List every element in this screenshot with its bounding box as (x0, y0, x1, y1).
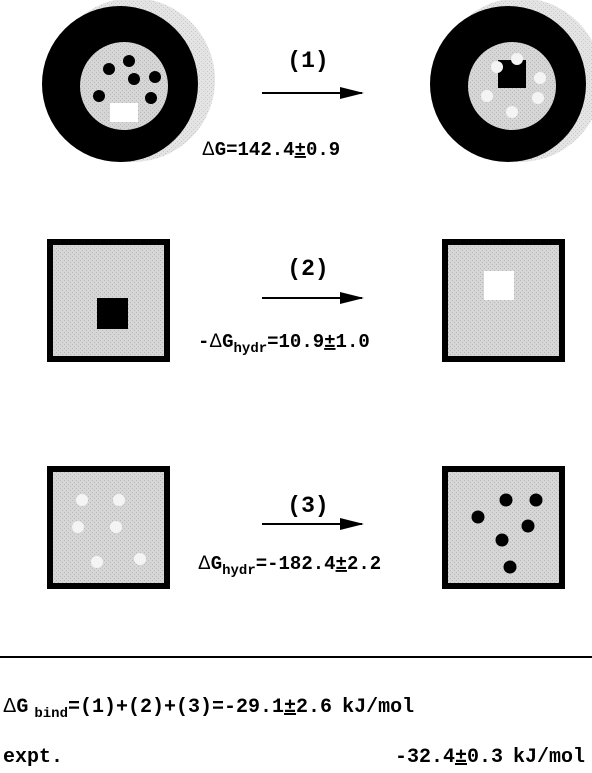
water-molecule (149, 71, 161, 83)
water-molecule (522, 520, 535, 533)
water-void (91, 556, 103, 568)
step-label-1: (1) (287, 48, 328, 74)
displaced-water (534, 72, 546, 84)
solvent-cavity-box (442, 239, 565, 362)
water-molecule (128, 73, 140, 85)
water-molecule (504, 561, 517, 574)
water-molecules-box (442, 466, 565, 589)
empty-cavity (484, 271, 514, 300)
step-energy-3: ΔGhydr=-182.4±2.2 (198, 553, 381, 579)
displaced-water (491, 61, 503, 73)
water-void (76, 494, 88, 506)
solvated-ligand-box (47, 239, 170, 362)
displaced-water (506, 106, 518, 118)
solvent-fill (53, 472, 164, 583)
water-void (134, 553, 146, 565)
ligand-square (97, 298, 128, 329)
water-molecule (103, 63, 115, 75)
step-energy-2: -ΔGhydr=10.9±1.0 (198, 331, 370, 357)
water-molecule (123, 55, 135, 67)
displaced-water (481, 90, 493, 102)
step-label-2: (2) (287, 256, 328, 282)
water-void (110, 521, 122, 533)
water-molecule (145, 92, 157, 104)
displaced-water (532, 92, 544, 104)
step-energy-1: ΔG=142.4±0.9 (202, 139, 340, 161)
ligand-void (110, 103, 138, 122)
water-voids-box (47, 466, 170, 589)
water-void (72, 521, 84, 533)
solvent-fill (448, 472, 559, 583)
displaced-water (511, 53, 523, 65)
solvent-fill (448, 245, 559, 356)
experimental-label: expt. (3, 746, 63, 769)
water-molecule (93, 90, 105, 102)
host-with-cavity-left (42, 0, 215, 162)
water-molecule (472, 511, 485, 524)
water-molecule (496, 534, 509, 547)
water-void (113, 494, 125, 506)
water-molecule (530, 494, 543, 507)
water-molecule (500, 494, 513, 507)
step-label-3: (3) (287, 493, 328, 519)
host-with-ligand-right (430, 0, 592, 162)
